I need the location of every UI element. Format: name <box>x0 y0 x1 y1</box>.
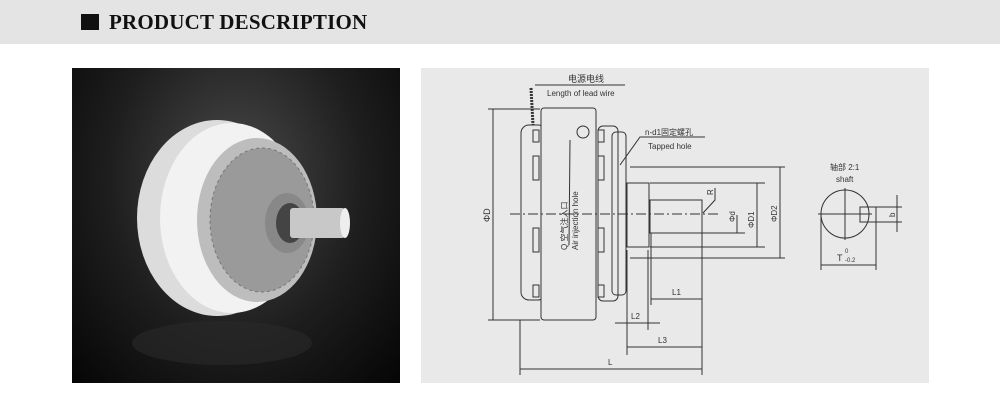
phi-D1-label: ΦD1 <box>747 211 756 228</box>
slots <box>532 129 605 298</box>
phi-d-label: Φd <box>728 211 737 222</box>
square-bullet-icon <box>81 14 99 30</box>
section-header: PRODUCT DESCRIPTION <box>0 0 1000 44</box>
T-tol-upper: 0 <box>845 249 849 255</box>
phi-D-label: ΦD <box>482 208 492 222</box>
T-label: T <box>837 253 843 263</box>
R-label: R <box>706 189 715 195</box>
technical-drawing: 电源电线 Length of lead wire ΦD L L3 L2 L1 Φ… <box>421 68 929 383</box>
brake-image <box>132 120 350 365</box>
product-photo <box>72 68 400 383</box>
tapped-hole-cn: n-d1固定螺孔 <box>645 127 693 137</box>
tapped-hole-label: Tapped hole <box>648 142 692 151</box>
section-title: PRODUCT DESCRIPTION <box>109 10 368 34</box>
L3-label: L3 <box>658 336 667 345</box>
L-label: L <box>608 358 613 367</box>
L2-label: L2 <box>631 312 640 321</box>
L1-label: L1 <box>672 288 681 297</box>
lead-wire-label: Length of lead wire <box>547 89 615 98</box>
air-injection-cn: Q 空气注入口 <box>559 202 569 250</box>
shaft-scale-cn: 轴部 2:1 <box>830 162 860 172</box>
T-tol-lower: -0.2 <box>845 258 856 264</box>
air-injection-label: Air injection hole <box>571 191 580 250</box>
phi-D2-label: ΦD2 <box>770 205 779 222</box>
b-label: b <box>888 212 897 217</box>
shaft-label: shaft <box>836 175 854 184</box>
lead-wire-cn: 电源电线 <box>568 73 604 84</box>
